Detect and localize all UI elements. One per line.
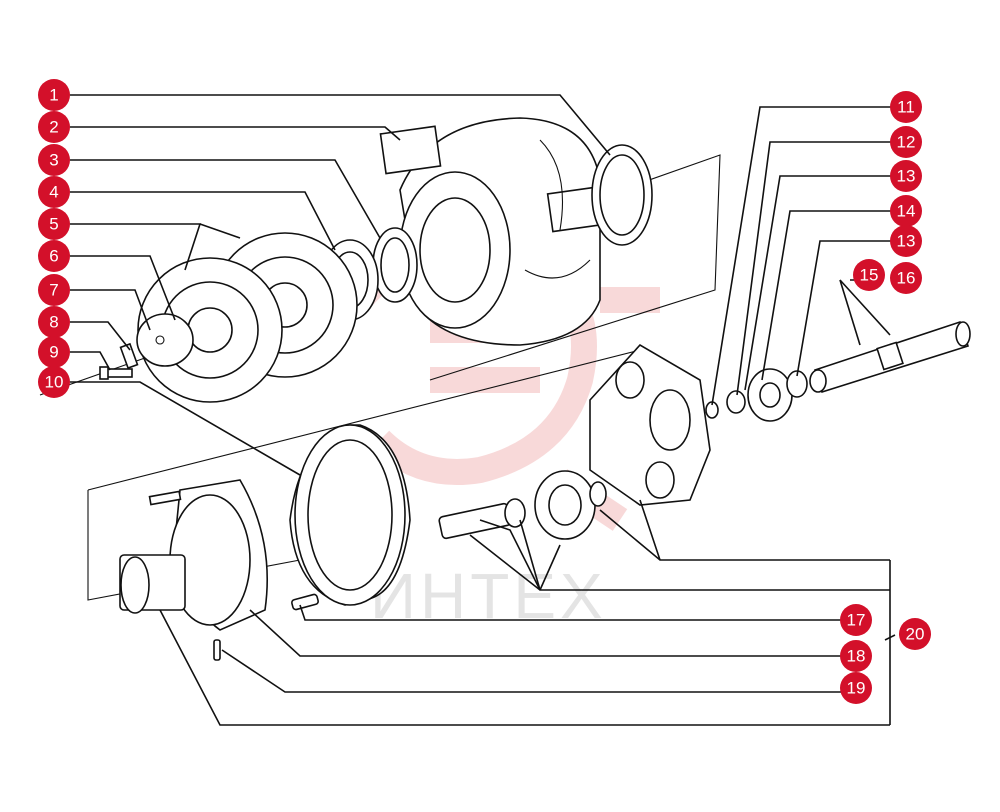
callout-17[interactable]: 17 xyxy=(840,604,872,636)
callout-10[interactable]: 10 xyxy=(38,366,70,398)
svg-text:7: 7 xyxy=(49,281,58,300)
svg-text:15: 15 xyxy=(860,266,879,285)
planet-shaft xyxy=(438,481,607,540)
callout-12[interactable]: 12 xyxy=(890,126,922,158)
seal-ring xyxy=(591,144,653,246)
svg-text:1: 1 xyxy=(49,86,58,105)
svg-text:9: 9 xyxy=(49,343,58,362)
callout-6[interactable]: 6 xyxy=(38,240,70,272)
callout-8[interactable]: 8 xyxy=(38,306,70,338)
snap-ring-13 xyxy=(786,370,808,398)
callout-4[interactable]: 4 xyxy=(38,176,70,208)
callout-11[interactable]: 11 xyxy=(890,91,922,123)
planet-gear xyxy=(534,470,596,540)
svg-text:2: 2 xyxy=(49,118,58,137)
callout-1[interactable]: 1 xyxy=(38,79,70,111)
svg-text:11: 11 xyxy=(897,98,915,117)
svg-text:5: 5 xyxy=(49,215,58,234)
callout-20[interactable]: 20 xyxy=(899,618,931,650)
hub-housing xyxy=(379,117,609,346)
snap-ring-12 xyxy=(726,390,746,414)
svg-text:19: 19 xyxy=(847,679,866,698)
cover-plate xyxy=(136,313,194,367)
svg-text:20: 20 xyxy=(906,625,925,644)
svg-text:12: 12 xyxy=(897,133,916,152)
callout-7[interactable]: 7 xyxy=(38,274,70,306)
svg-text:17: 17 xyxy=(847,611,866,630)
callout-2[interactable]: 2 xyxy=(38,111,70,143)
svg-text:4: 4 xyxy=(49,183,58,202)
sun-gear xyxy=(747,368,793,422)
output-flange xyxy=(119,479,268,631)
svg-text:13: 13 xyxy=(897,232,916,251)
planet-carrier xyxy=(589,343,711,506)
svg-text:13: 13 xyxy=(897,167,916,186)
dowel-pin xyxy=(291,593,319,611)
svg-text:8: 8 xyxy=(49,313,58,332)
callout-9[interactable]: 9 xyxy=(38,336,70,368)
callout-19[interactable]: 19 xyxy=(840,672,872,704)
callout-16[interactable]: 16 xyxy=(890,262,922,294)
ring-gear xyxy=(289,424,411,606)
bearing-ring-3 xyxy=(372,227,418,303)
svg-text:10: 10 xyxy=(45,373,64,392)
svg-text:3: 3 xyxy=(49,151,58,170)
callout-13-upper[interactable]: 13 xyxy=(890,160,922,192)
callout-13-lower[interactable]: 13 xyxy=(890,225,922,257)
callout-3[interactable]: 3 xyxy=(38,144,70,176)
svg-text:18: 18 xyxy=(847,647,866,666)
leader-lines xyxy=(70,94,900,726)
lock-plate xyxy=(119,342,139,370)
bolt xyxy=(99,366,133,380)
callout-18[interactable]: 18 xyxy=(840,640,872,672)
input-shaft xyxy=(809,320,971,394)
callout-14[interactable]: 14 xyxy=(890,195,922,227)
roll-pin xyxy=(213,639,221,661)
watermark-text: ИНТЕХ xyxy=(370,560,607,632)
callout-5[interactable]: 5 xyxy=(38,208,70,240)
callout-15[interactable]: 15 xyxy=(853,259,885,291)
svg-text:6: 6 xyxy=(49,247,58,266)
flange-bolt xyxy=(148,490,182,506)
svg-text:16: 16 xyxy=(897,269,916,288)
svg-text:14: 14 xyxy=(897,202,916,221)
